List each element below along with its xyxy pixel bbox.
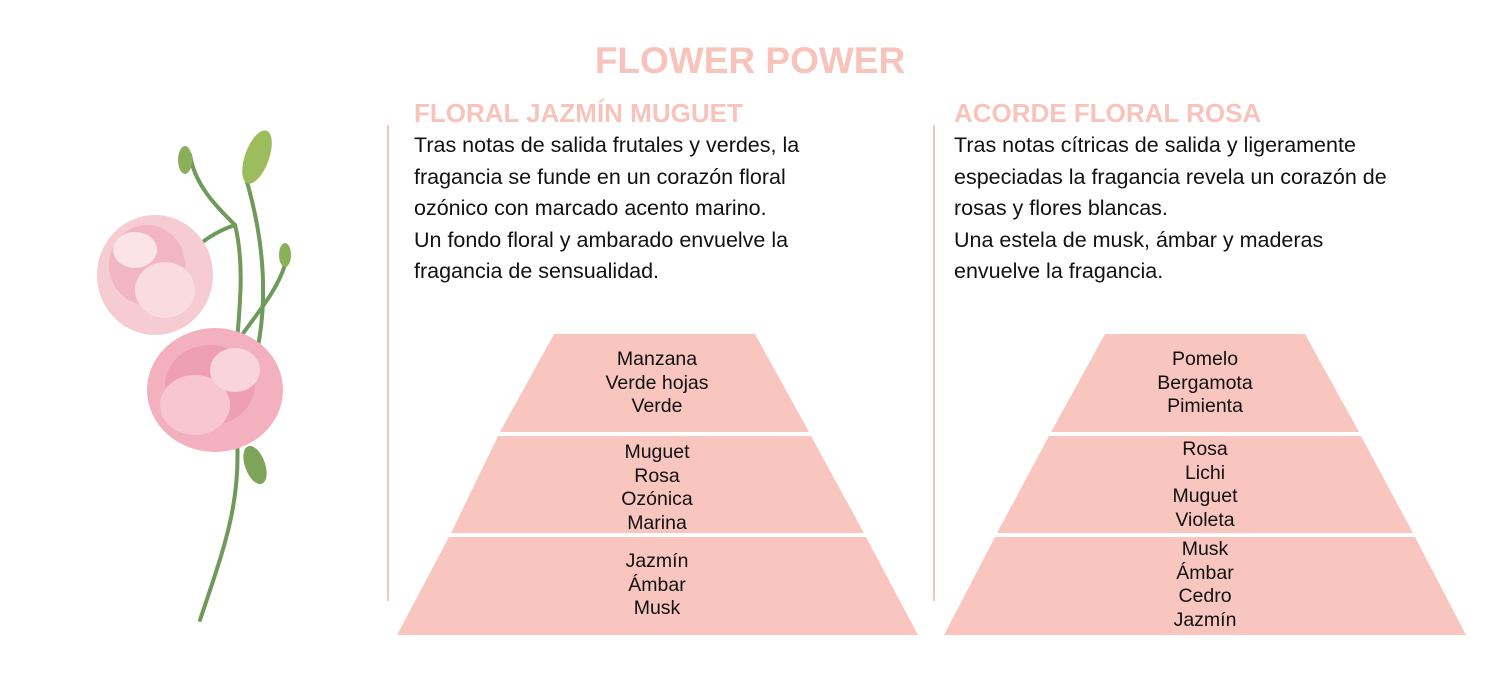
- note: Verde hojas: [605, 371, 709, 394]
- note: Jazmín: [625, 550, 689, 572]
- note: Lichi: [1184, 461, 1226, 484]
- pyramid-2-base-tier: [944, 537, 1466, 635]
- fragrance-description: Tras notas de salida frutales y verdes, …: [414, 133, 800, 283]
- fragrance-name: FLORAL JAZMÍN MUGUET: [414, 98, 743, 128]
- note: Rosa: [1182, 438, 1228, 460]
- note: Bergamota: [1157, 371, 1253, 394]
- note: Verde: [631, 395, 683, 417]
- note: Musk: [1181, 538, 1229, 560]
- heart-notes: Muguet Rosa Ozónica Marina: [507, 441, 807, 535]
- note: Muguet: [1172, 485, 1238, 507]
- fragrance-description: Tras notas cítricas de salida y ligerame…: [954, 133, 1387, 283]
- pyramid-1-heart-tier: [451, 436, 864, 533]
- note: Rosa: [634, 464, 680, 487]
- fragrance-acorde-floral-rosa: ACORDE FLORAL ROSA Tras notas cítricas d…: [954, 96, 1387, 288]
- note: Marina: [627, 511, 687, 534]
- pyramid-2-heart-tier: [997, 436, 1413, 533]
- note: Pomelo: [1171, 348, 1239, 370]
- note: Ámbar: [628, 573, 686, 596]
- fragrance-name: ACORDE FLORAL ROSA: [954, 98, 1262, 128]
- top-notes: Manzana Verde hojas Verde: [507, 348, 807, 419]
- note: Musk: [633, 597, 681, 619]
- divider-right: [933, 125, 935, 601]
- note: Manzana: [616, 348, 698, 370]
- flower-image: [97, 130, 291, 622]
- note: Ámbar: [1176, 561, 1234, 584]
- note: Muguet: [624, 441, 690, 463]
- pyramid-2-top-tier: [1051, 334, 1359, 432]
- note: Ozónica: [621, 488, 693, 510]
- page-title: FLOWER POWER: [594, 40, 906, 81]
- note: Violeta: [1175, 508, 1235, 531]
- base-notes: Musk Ámbar Cedro Jazmín: [1055, 538, 1355, 632]
- base-notes: Jazmín Ámbar Musk: [507, 550, 807, 621]
- pyramid-1-top-tier: [500, 334, 809, 432]
- heart-notes: Rosa Lichi Muguet Violeta: [1055, 438, 1355, 532]
- top-notes: Pomelo Bergamota Pimienta: [1055, 348, 1355, 419]
- note: Pimienta: [1167, 395, 1243, 417]
- note: Jazmín: [1173, 608, 1237, 631]
- note: Cedro: [1178, 585, 1232, 607]
- pyramid-1-base-tier: [397, 537, 918, 635]
- divider-left: [387, 125, 389, 601]
- fragrance-floral-jazmin-muguet: FLORAL JAZMÍN MUGUET Tras notas de salid…: [414, 96, 799, 288]
